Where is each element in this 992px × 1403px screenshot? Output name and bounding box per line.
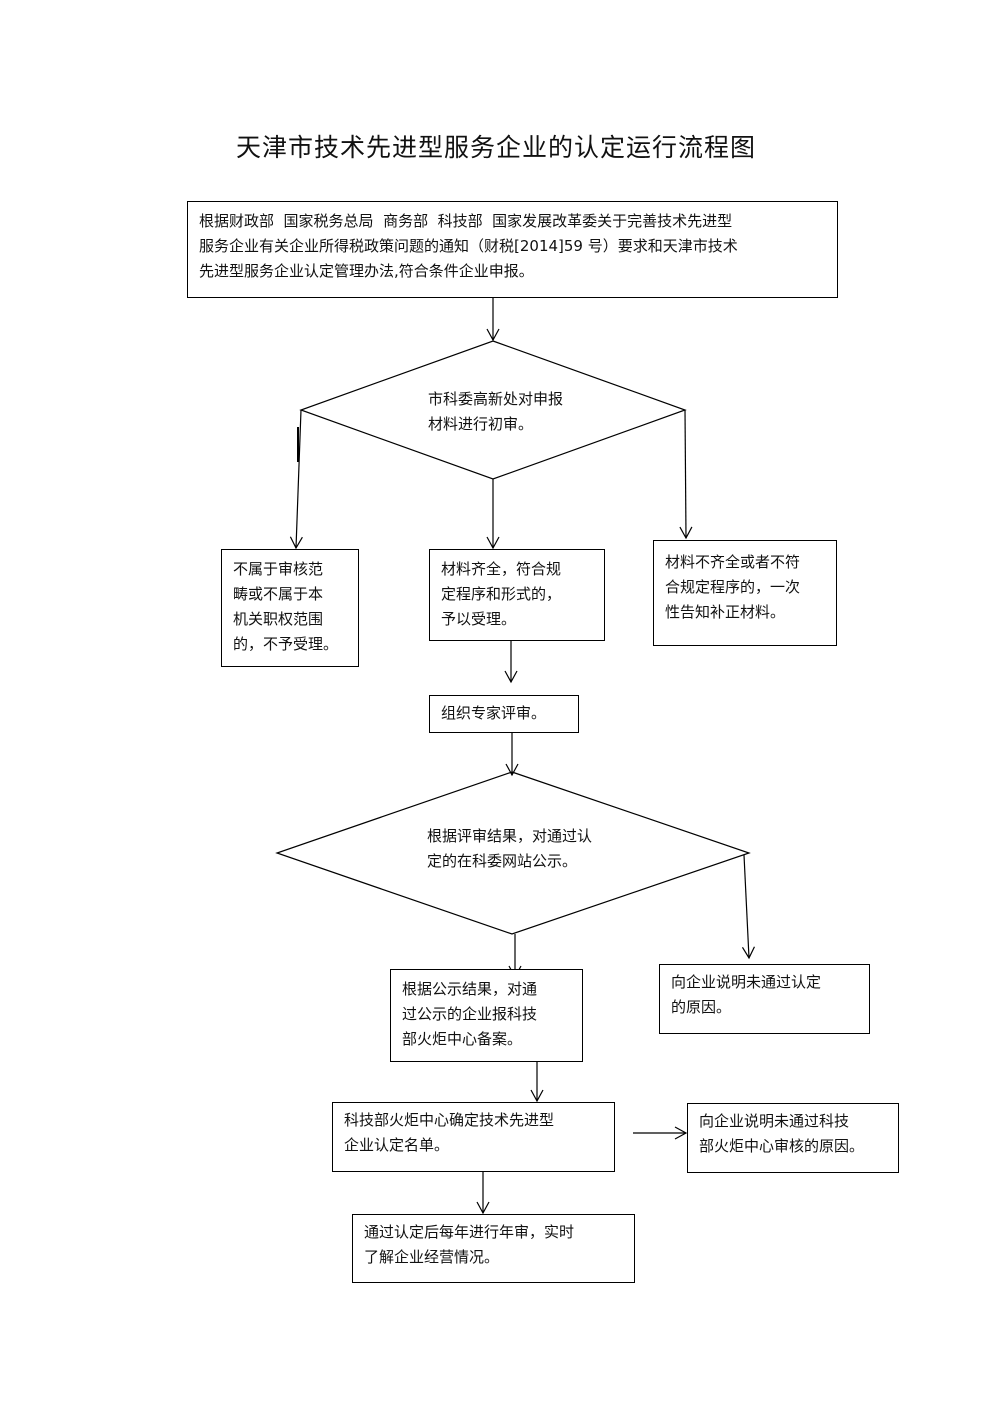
- node-text-line: 根据公示结果，对通: [402, 980, 538, 998]
- node-text-line: 向企业说明未通过认定: [671, 973, 822, 991]
- node-text-line: 根据评审结果，对通过认: [427, 827, 593, 845]
- node-text-line: 的，不予受理。: [233, 635, 339, 653]
- node-text-line: 部火炬中心备案。: [402, 1030, 523, 1048]
- node-report-torch-center: 根据公示结果，对通 过公示的企业报科技 部火炬中心备案。: [390, 969, 583, 1062]
- node-text-line: 过公示的企业报科技: [402, 1005, 538, 1023]
- node-text-line: 服务企业有关企业所得税政策问题的通知（财税[2014]59 号）要求和天津市技术: [199, 237, 738, 255]
- node-torch-not-passed-reason: 向企业说明未通过科技 部火炬中心审核的原因。: [687, 1103, 899, 1173]
- node-text-line: 市科委高新处对申报: [428, 390, 564, 408]
- node-text-line: 定的在科委网站公示。: [427, 852, 578, 870]
- node-text-line: 组织专家评审。: [441, 704, 547, 722]
- node-text-line: 材料进行初审。: [428, 415, 534, 433]
- node-text-line: 向企业说明未通过科技: [699, 1112, 850, 1130]
- node-accepted: 材料齐全，符合规 定程序和形式的， 予以受理。: [429, 549, 605, 641]
- node-text-line: 企业认定名单。: [344, 1136, 450, 1154]
- node-text-line: 通过认定后每年进行年审，实时: [364, 1223, 575, 1241]
- decision-publicity-text: 根据评审结果，对通过认 定的在科委网站公示。: [427, 824, 592, 874]
- node-text-line: 先进型服务企业认定管理办法,符合条件企业申报。: [199, 262, 534, 280]
- node-text-line: 予以受理。: [441, 610, 517, 628]
- node-text-line: 部火炬中心审核的原因。: [699, 1137, 865, 1155]
- node-text-line: 性告知补正材料。: [665, 603, 786, 621]
- node-text-line: 机关职权范围: [233, 610, 324, 628]
- arrow-publicity-to-not-passed: [741, 854, 755, 960]
- node-text-line: 定程序和形式的，: [441, 585, 562, 603]
- node-text-line: 材料不齐全或者不符: [665, 553, 801, 571]
- arrow-review-to-supplement: [679, 409, 693, 540]
- node-supplement-materials: 材料不齐全或者不符 合规定程序的，一次 性告知补正材料。: [653, 540, 837, 646]
- page-title: 天津市技术先进型服务企业的认定运行流程图: [235, 133, 756, 162]
- node-application-basis: 根据财政部 国家税务总局 商务部 科技部 国家发展改革委关于完善技术先进型 服务…: [187, 201, 838, 298]
- node-text-line: 科技部火炬中心确定技术先进型: [344, 1111, 555, 1129]
- node-expert-review: 组织专家评审。: [429, 695, 579, 733]
- node-text-line: 了解企业经营情况。: [364, 1248, 500, 1266]
- arrow-review-to-reject: [289, 409, 303, 550]
- node-not-accepted: 不属于审核范 畴或不属于本 机关职权范围 的，不予受理。: [221, 549, 359, 667]
- decision-initial-review-text: 市科委高新处对申报 材料进行初审。: [428, 387, 563, 437]
- node-not-passed-reason: 向企业说明未通过认定 的原因。: [659, 964, 870, 1034]
- node-text-line: 畴或不属于本: [233, 585, 324, 603]
- node-text-line: 根据财政部 国家税务总局 商务部 科技部 国家发展改革委关于完善技术先进型: [199, 212, 733, 230]
- node-confirm-list: 科技部火炬中心确定技术先进型 企业认定名单。: [332, 1102, 615, 1172]
- node-text-line: 不属于审核范: [233, 560, 324, 578]
- node-text-line: 材料齐全，符合规: [441, 560, 562, 578]
- node-annual-review: 通过认定后每年进行年审，实时 了解企业经营情况。: [352, 1214, 635, 1283]
- decision-diamond-publicity: [275, 771, 751, 935]
- node-text-line: 合规定程序的，一次: [665, 578, 801, 596]
- node-text-line: 的原因。: [671, 998, 732, 1016]
